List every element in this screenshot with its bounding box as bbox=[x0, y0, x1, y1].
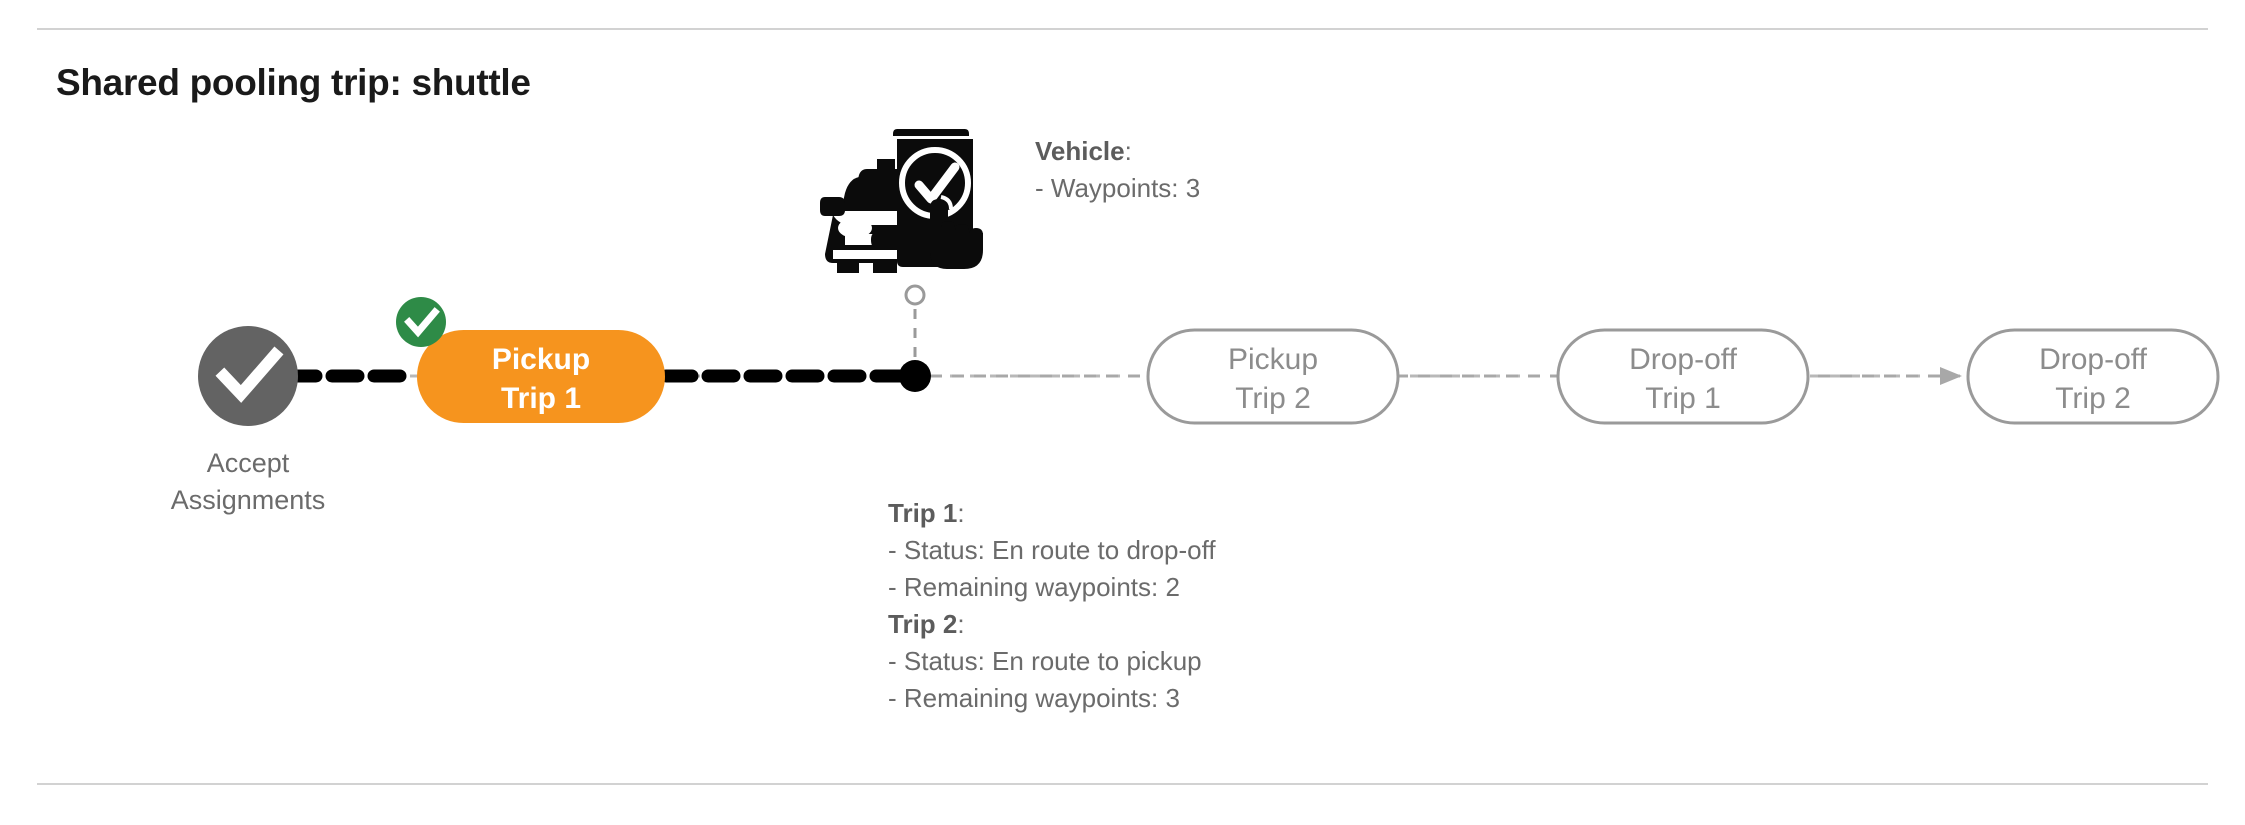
vehicle-waypoints-line: - Waypoints: 3 bbox=[1035, 172, 1201, 203]
trip-1-status-line: - Status: En route to drop-off bbox=[888, 534, 1216, 565]
check-badge-icon bbox=[396, 297, 446, 347]
trip-2-waypoints-line: - Remaining waypoints: 3 bbox=[888, 682, 1180, 713]
trip-1-heading: Trip 1 bbox=[888, 498, 958, 528]
trip-2-heading: Trip 2 bbox=[888, 608, 958, 639]
drop-off-trip-1-node[interactable] bbox=[1556, 328, 1810, 425]
bottom-divider bbox=[37, 783, 2208, 785]
trip-annotation: Trip 1: - Status: En route to drop-off -… bbox=[888, 495, 1216, 716]
check-icon bbox=[215, 346, 284, 403]
path-arrowhead-icon bbox=[1940, 367, 1962, 385]
vehicle-annotation-colon: : bbox=[1124, 136, 1132, 166]
check-badge-glyph-icon bbox=[404, 307, 440, 338]
drop-off-trip-2-node[interactable] bbox=[1966, 328, 2220, 425]
page-title: Shared pooling trip: shuttle bbox=[56, 62, 531, 103]
trip-2-status-line: - Status: En route to pickup bbox=[888, 645, 1202, 676]
trip-1-waypoints-line: - Remaining waypoints: 2 bbox=[888, 571, 1180, 602]
top-divider bbox=[37, 28, 2208, 30]
vehicle-anchor-ring-icon bbox=[904, 284, 926, 306]
vehicle-phone-check-icon bbox=[820, 129, 983, 273]
trip-1-colon: : bbox=[957, 498, 965, 528]
pickup-trip-1-node[interactable] bbox=[417, 330, 665, 423]
accept-assignments-caption: Accept Assignments bbox=[170, 448, 326, 516]
current-position-dot bbox=[899, 360, 931, 392]
vehicle-annotation: Vehicle: - Waypoints: 3 bbox=[1035, 133, 1200, 207]
vehicle-annotation-heading: Vehicle bbox=[1035, 136, 1125, 166]
pickup-trip-2-node[interactable] bbox=[1146, 328, 1400, 425]
trip-2-colon: : bbox=[957, 608, 965, 639]
accept-assignments-node[interactable] bbox=[198, 326, 298, 426]
